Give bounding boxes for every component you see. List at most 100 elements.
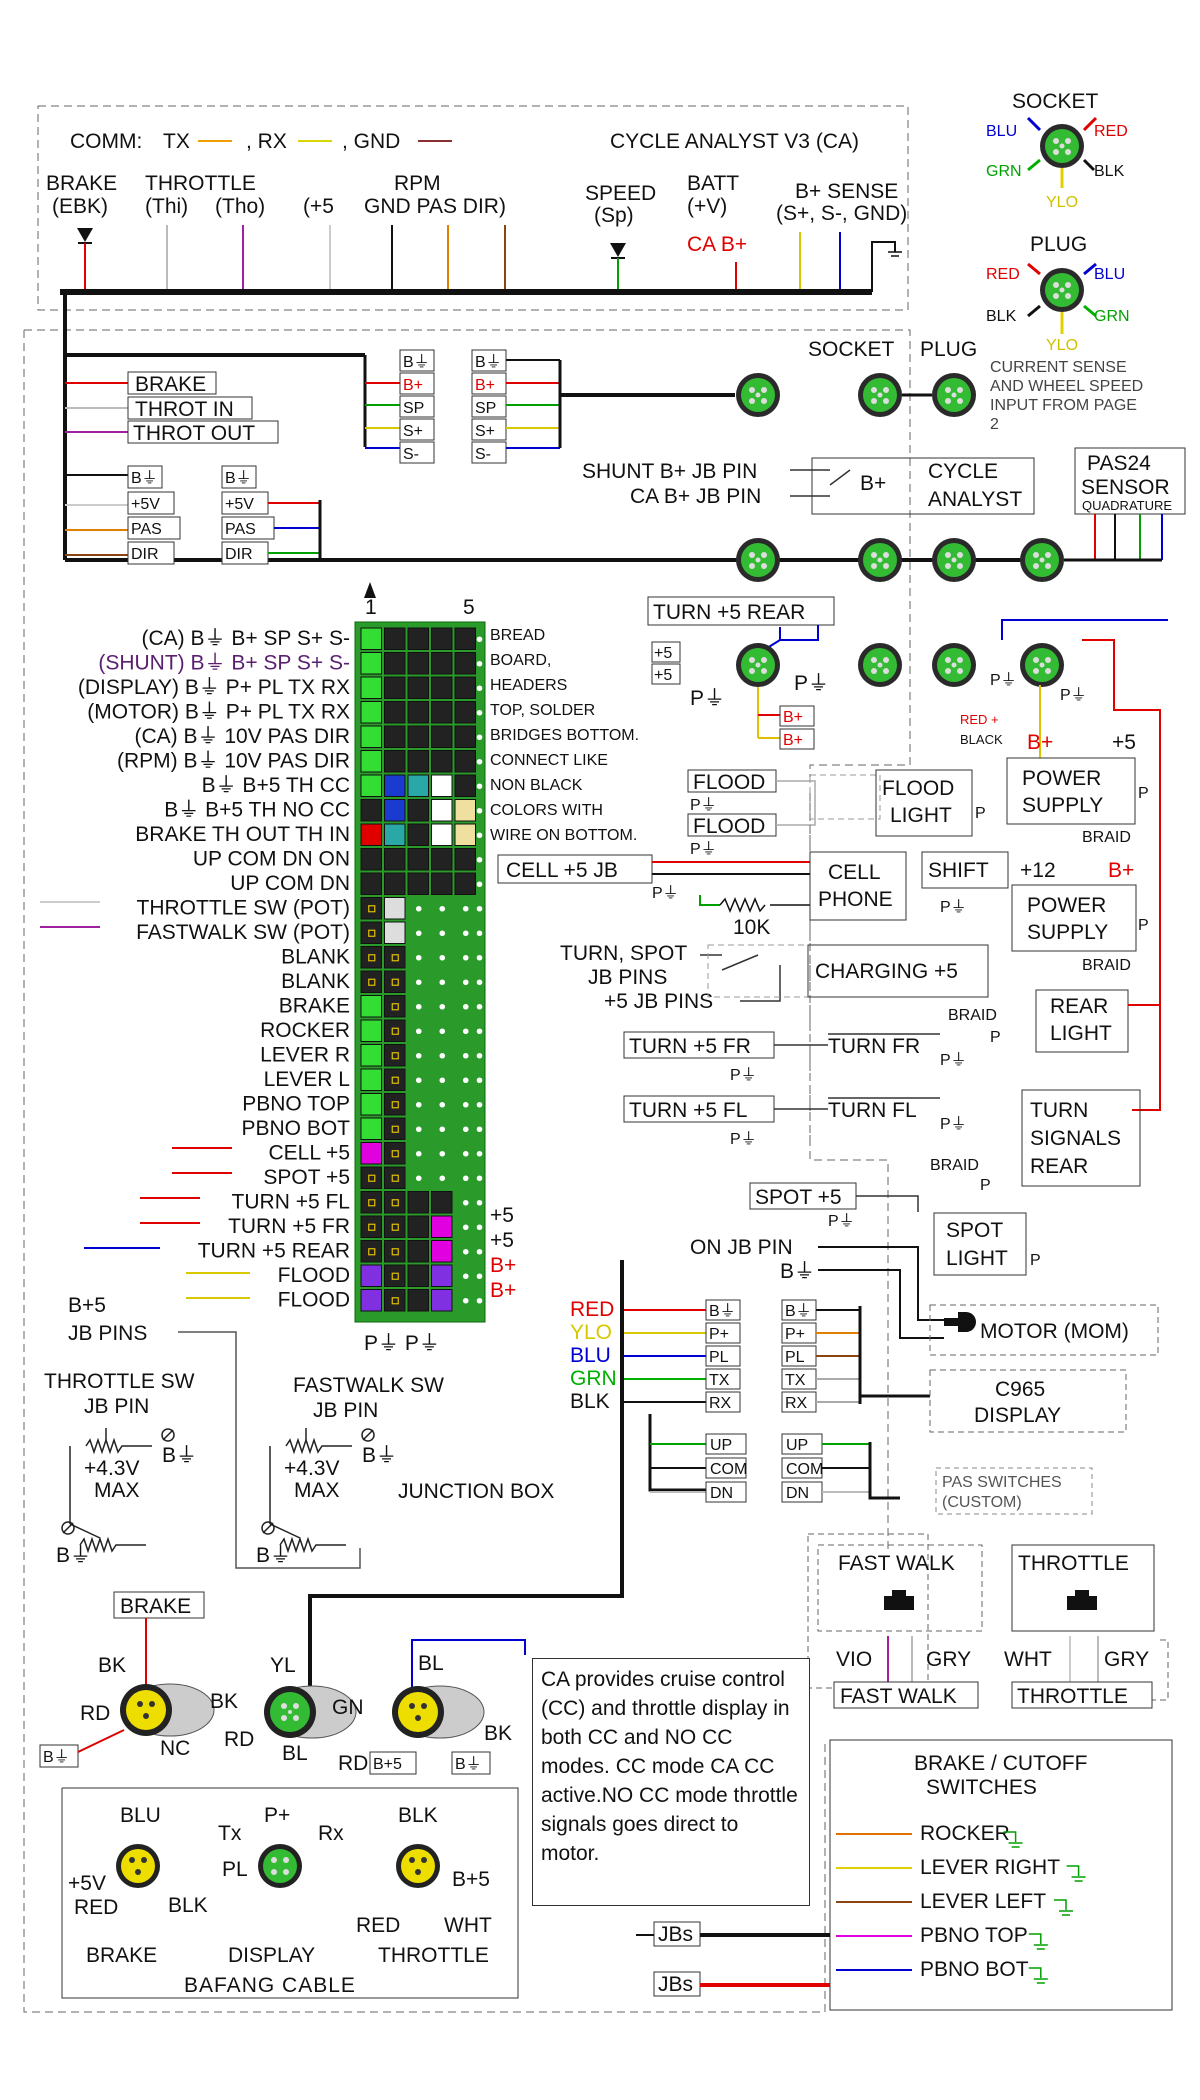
board-cell: [384, 676, 406, 699]
top-plug-red: RED: [986, 266, 1020, 283]
board-right-1: +5: [490, 1204, 514, 1227]
board-cell: [360, 1093, 382, 1116]
board-hole: [439, 954, 446, 961]
board-row-label: CELL +5: [268, 1142, 350, 1165]
board-cell: [431, 872, 453, 895]
bfl-pl: PL: [222, 1858, 248, 1881]
board-cell: [454, 823, 476, 846]
flood-box-2: FLOOD: [693, 815, 765, 838]
bf-yl: YL: [270, 1654, 296, 1677]
board-cell: [384, 1240, 406, 1263]
board-cell: [407, 848, 429, 871]
board-cell: [384, 1289, 406, 1312]
board-cell: [360, 750, 382, 773]
pin-tho: (Tho): [215, 195, 265, 218]
ts-p: P: [980, 1177, 991, 1194]
board-hole: [476, 758, 483, 765]
board-hole: [462, 979, 469, 986]
ps2-p12: +12: [1020, 859, 1056, 882]
motor-pin-label: B⏚: [785, 1302, 812, 1320]
board-hole: [415, 954, 422, 961]
board-pin: [368, 1223, 376, 1231]
ca-label-2: ANALYST: [928, 488, 1022, 511]
cell-1: CELL: [828, 861, 881, 884]
sw-box: [705, 1457, 747, 1479]
board-hole: [439, 1052, 446, 1059]
board-hole: [476, 954, 483, 961]
motor-color-label: BLK: [570, 1390, 610, 1413]
bf-rd-2: RD: [224, 1728, 254, 1751]
board-cell: [454, 725, 476, 748]
board-hole: [476, 709, 483, 716]
shift-p: P⏚: [940, 898, 967, 916]
board-hole: [462, 1248, 469, 1255]
board-cell: [360, 774, 382, 797]
current-note-2: AND WHEEL SPEED: [990, 378, 1143, 395]
board-hole: [415, 1003, 422, 1010]
board-hole: [462, 1199, 469, 1206]
board-cell: [431, 823, 453, 846]
sw-label: COM: [786, 1461, 823, 1478]
rear-p: P: [990, 1029, 1001, 1046]
board-hole: [476, 1126, 483, 1133]
sw-throttle-label: THROTTLE: [1018, 1552, 1129, 1575]
board-hole: [476, 930, 483, 937]
board-cell: [454, 750, 476, 773]
board-cell: [360, 1044, 382, 1067]
board-cell: [407, 627, 429, 650]
board-hole: [415, 1052, 422, 1059]
stack1-bgnd: B⏚: [403, 353, 430, 371]
board-pin: [391, 954, 399, 962]
bfl-rx: Rx: [318, 1822, 344, 1845]
board-row-label: B⏚ B+5 TH NO CC: [164, 799, 350, 822]
lb-bgnd-4: B⏚: [256, 1544, 291, 1567]
sw-gry-1: GRY: [926, 1648, 971, 1671]
board-hole: [439, 1077, 446, 1084]
board-right-3: B+: [490, 1254, 516, 1277]
motor-pin-label: TX: [785, 1372, 806, 1389]
turn-fr-pgnd: P⏚: [730, 1066, 757, 1084]
turn-fl-2: TURN FL: [828, 1099, 917, 1122]
board-note-2: BOARD,: [490, 652, 551, 669]
board-pin: [368, 954, 376, 962]
top-plug-grn: GRN: [1094, 308, 1130, 325]
lb-thr-1: THROTTLE SW: [44, 1370, 195, 1393]
turn-spot-1: TURN, SPOT: [560, 942, 687, 965]
board-hole: [476, 1052, 483, 1059]
motor-color-label: GRN: [570, 1367, 617, 1390]
bf-brake-box: BRAKE: [120, 1595, 191, 1618]
board-row-label: (SHUNT) B⏚ B+ SP S+ S-: [98, 652, 350, 675]
board-cell: [407, 1240, 429, 1263]
motor-pin-box: [705, 1391, 741, 1413]
board-cell: [384, 995, 406, 1018]
board-hole: [462, 1028, 469, 1035]
spot-p: P: [1030, 1252, 1041, 1269]
board-hole: [462, 1052, 469, 1059]
board-row-label: PBNO BOT: [241, 1117, 350, 1140]
board-cell: [360, 1166, 382, 1189]
board-hole: [439, 979, 446, 986]
charging-label: CHARGING +5: [815, 960, 958, 983]
on-jb: ON JB PIN: [690, 1236, 793, 1259]
sw-label: UP: [786, 1437, 808, 1454]
ca-title: CYCLE ANALYST V3 (CA): [610, 130, 859, 153]
board-cell: [454, 872, 476, 895]
board-cell: [360, 1191, 382, 1214]
turn-fl-pgnd: P⏚: [730, 1130, 757, 1148]
rear-pgnd-2: P⏚: [794, 672, 829, 695]
board-cell: [407, 725, 429, 748]
board-hole: [476, 1248, 483, 1255]
stack2-bgnd: B⏚: [475, 353, 502, 371]
board-cell: [360, 995, 382, 1018]
board-cell: [407, 1191, 429, 1214]
board-hole: [439, 1003, 446, 1010]
bfl-red-2: RED: [356, 1914, 400, 1937]
board-hole: [439, 905, 446, 912]
flood-p-1: P⏚: [690, 796, 717, 814]
stack1-bplus: B+: [403, 377, 423, 394]
box-r-bgnd: B⏚: [225, 469, 252, 487]
cutoff-item-label: ROCKER: [920, 1822, 1010, 1845]
board-cell: [384, 1068, 406, 1091]
ca-b-label: CA B+ JB PIN: [630, 485, 761, 508]
board-hole: [476, 1150, 483, 1157]
